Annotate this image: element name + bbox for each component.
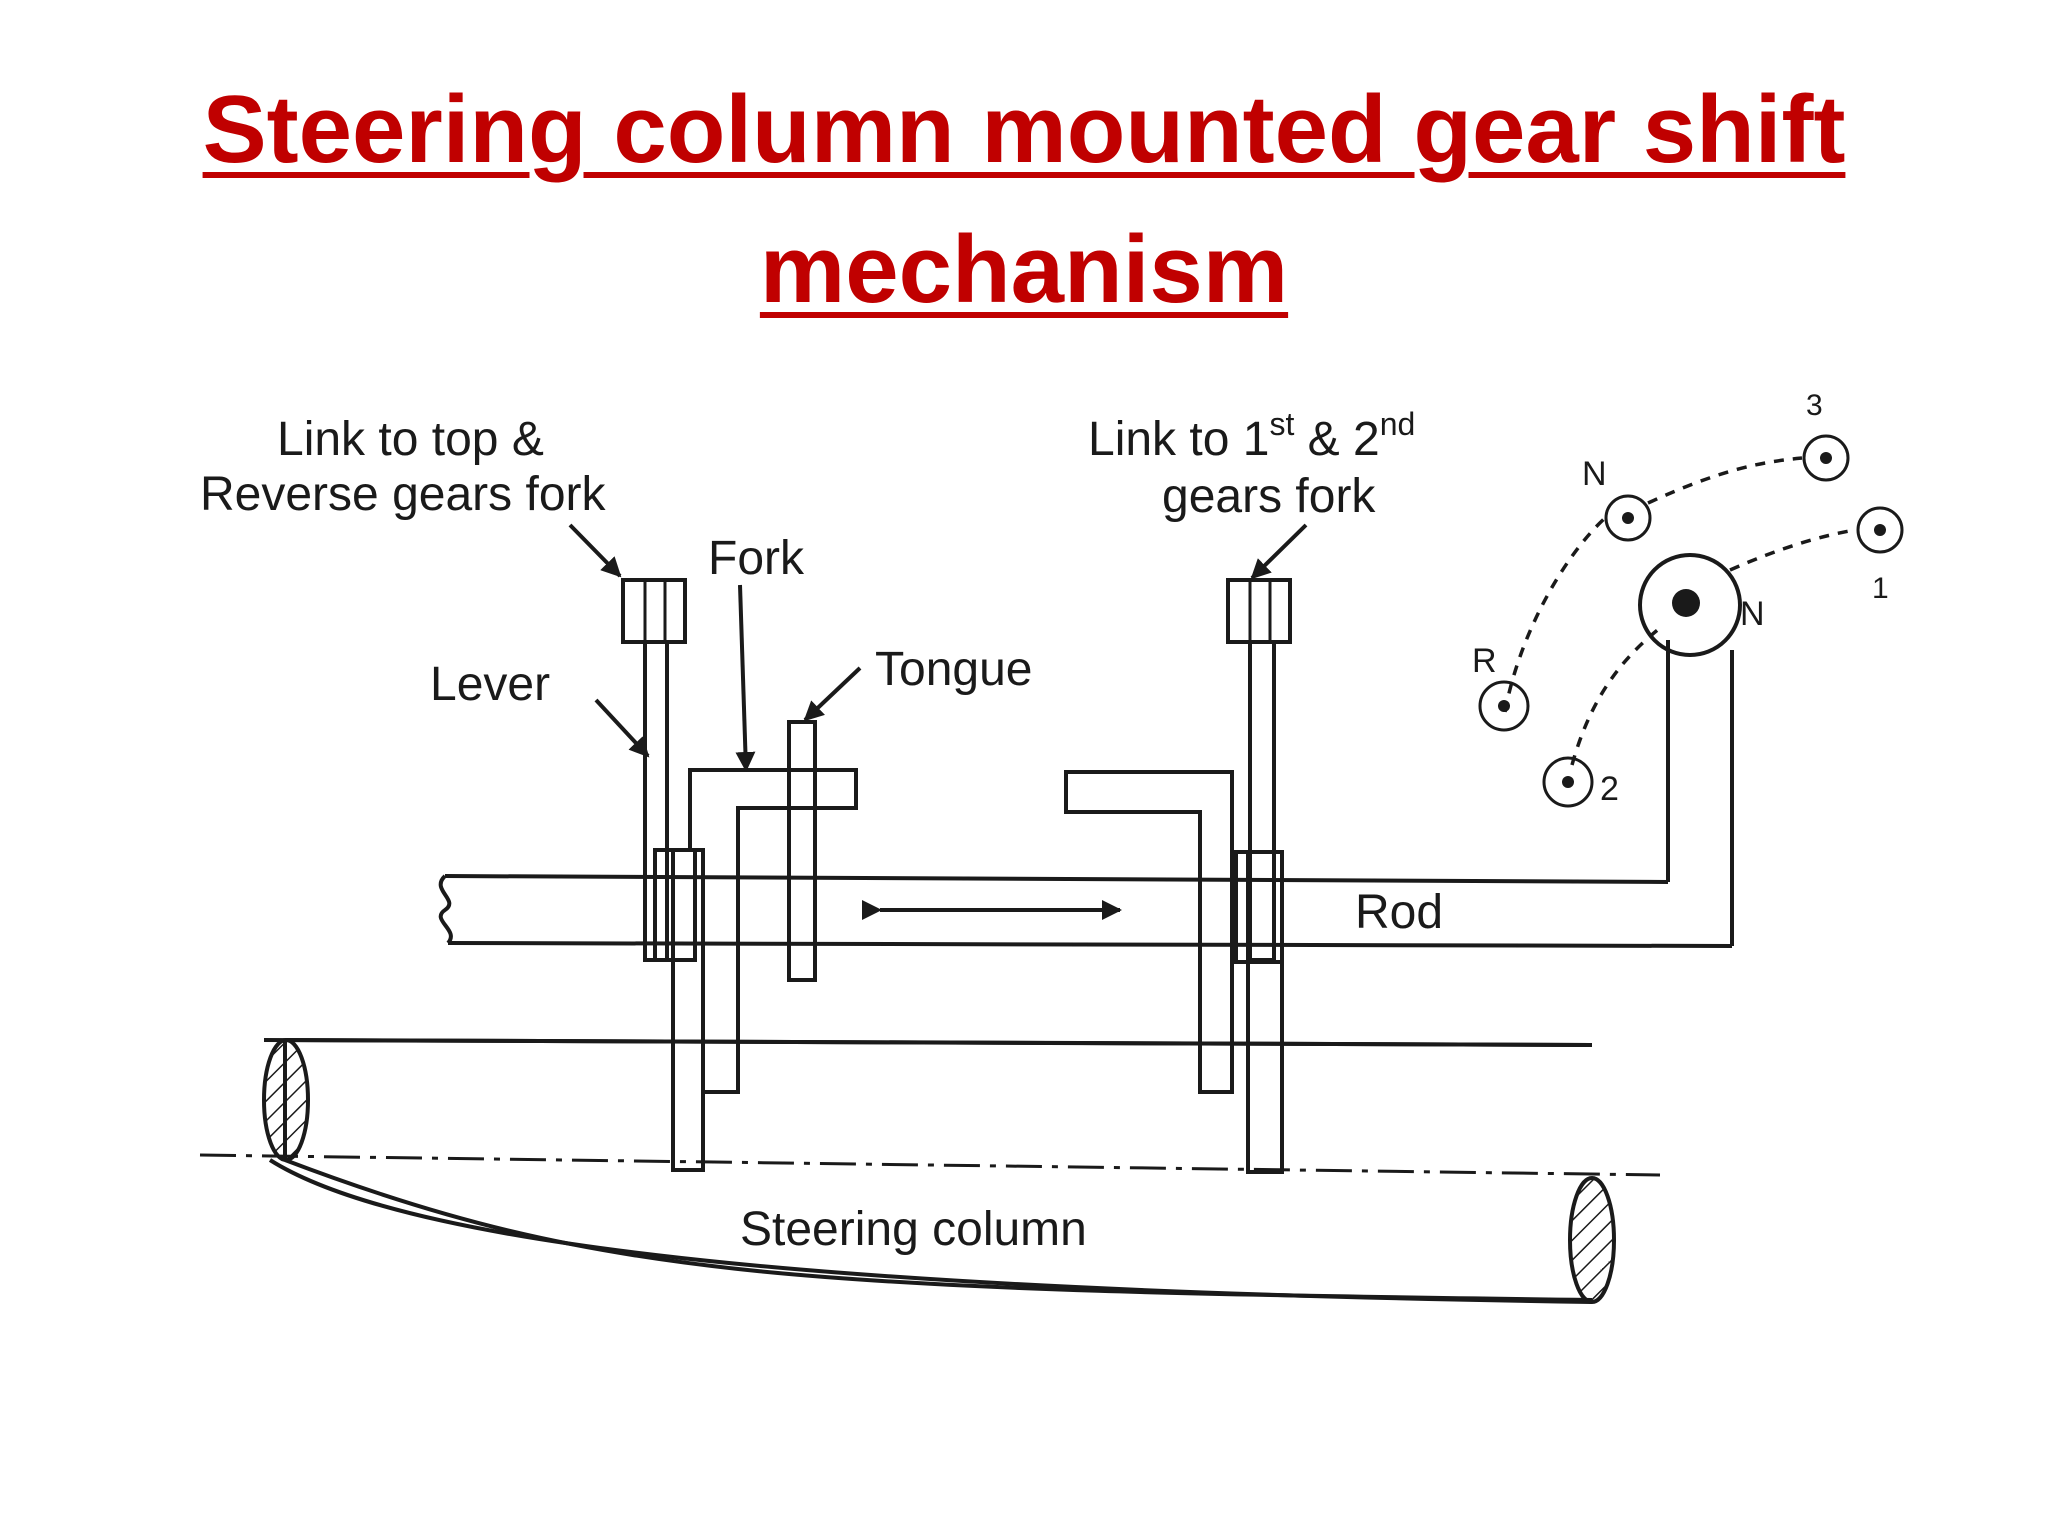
gate-label-2: 2 (1600, 770, 1619, 808)
neutral-first-path (1729, 528, 1856, 572)
gear-3-position (1802, 434, 1850, 482)
label-link-top-reverse-1: Link to top & (277, 413, 544, 466)
second-neutral-path (1570, 626, 1662, 766)
right-fork (1064, 770, 1234, 1094)
gear-2-position (1542, 756, 1594, 808)
label-rod: Rod (1355, 886, 1443, 939)
column-right-section (1568, 1176, 1616, 1304)
label-fork: Fork (708, 532, 805, 585)
gate-label-1: 1 (1872, 572, 1889, 605)
shift-hub-center (1672, 589, 1700, 617)
page-title: Steering column mounted gear shift mecha… (0, 60, 2048, 340)
gate-label-neutral-lower: N (1740, 595, 1765, 633)
gear-1-position (1856, 506, 1904, 554)
title-line-1: Steering column mounted gear shift (202, 76, 1846, 183)
label-link-first-second-2: gears fork (1162, 470, 1376, 523)
gate-label-3: 3 (1806, 389, 1823, 422)
steering-column (199, 1038, 1661, 1304)
rod (438, 640, 1734, 948)
left-lever (621, 578, 705, 1172)
label-tongue: Tongue (875, 643, 1032, 696)
label-link-first-second-1: Link to 1st & 2nd (1088, 406, 1415, 466)
neutral-upper-position (1604, 494, 1652, 542)
label-lever: Lever (430, 658, 550, 711)
column-left-section (262, 1038, 310, 1162)
lever-arrow (594, 698, 650, 758)
fork-arrow (735, 584, 756, 772)
gate-label-reverse: R (1472, 642, 1497, 680)
gate-label-neutral-upper: N (1582, 455, 1607, 493)
neutral-third-path (1647, 456, 1803, 505)
shift-pattern: N 3 1 N R 2 (1472, 389, 1904, 808)
tongue-arrow (803, 666, 862, 722)
link-first-second-arrow (1250, 523, 1308, 580)
label-steering-column: Steering column (740, 1203, 1087, 1256)
reverse-position (1478, 680, 1530, 732)
shift-hub (1638, 553, 1742, 657)
tongue (787, 720, 817, 982)
label-link-top-reverse-2: Reverse gears fork (200, 468, 606, 521)
reverse-neutral-path (1503, 516, 1607, 713)
link-top-reverse-arrow (568, 523, 622, 578)
left-fork (688, 768, 858, 1094)
title-line-2: mechanism (759, 216, 1289, 323)
column-centerline (199, 1153, 1661, 1177)
right-lever (1226, 578, 1292, 1174)
